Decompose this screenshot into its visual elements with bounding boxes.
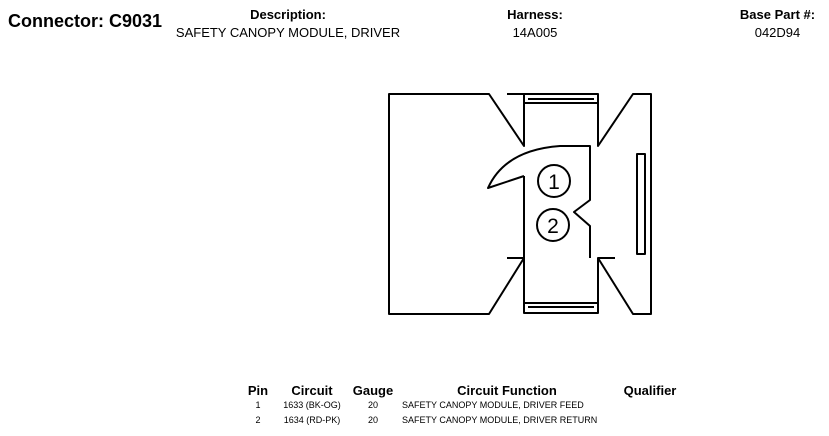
function-column-header: Circuit Function [457,383,557,398]
description-label: Description: [250,7,326,22]
qualifier-column-header: Qualifier [623,383,677,398]
qualifier-cell [616,413,684,428]
connector-housing-outline [388,93,652,315]
qualifier-cell [616,398,684,413]
gauge-cell: 20 [367,415,378,425]
circuit-cell: 1634 (RD-PK) [283,415,341,425]
base-part-value: 042D94 [754,25,801,40]
function-cell: SAFETY CANOPY MODULE, DRIVER RETURN [402,415,598,425]
base-part-label: Base Part #: [739,7,816,22]
circuit-cell: 1633 (BK-OG) [283,400,341,410]
pin-2-label: 2 [547,215,559,238]
harness-label: Harness: [507,7,563,22]
pin-table: Pin Circuit Gauge Circuit Function Quali… [240,383,684,428]
harness-value: 14A005 [512,25,558,40]
table-row: 1 1633 (BK-OG) 20 SAFETY CANOPY MODULE, … [240,398,684,413]
pin-1-marker: 1 [537,164,571,198]
pin-column-header: Pin [247,383,269,398]
gauge-column-header: Gauge [352,383,394,398]
pin-cell: 2 [255,415,261,425]
left-pin-cavity-arc [487,145,591,258]
right-latch-tab [636,153,646,255]
table-row: 2 1634 (RD-PK) 20 SAFETY CANOPY MODULE, … [240,413,684,428]
pin-2-marker: 2 [536,208,570,242]
connector-title: Connector: C9031 [8,11,163,31]
gauge-cell: 20 [367,400,378,410]
circuit-column-header: Circuit [291,383,333,398]
pin-table-header-row: Pin Circuit Gauge Circuit Function Quali… [240,383,684,398]
pin-cell: 1 [255,400,261,410]
function-cell: SAFETY CANOPY MODULE, DRIVER FEED [402,400,584,410]
description-value: SAFETY CANOPY MODULE, DRIVER [175,25,401,40]
pin-1-label: 1 [548,171,560,194]
